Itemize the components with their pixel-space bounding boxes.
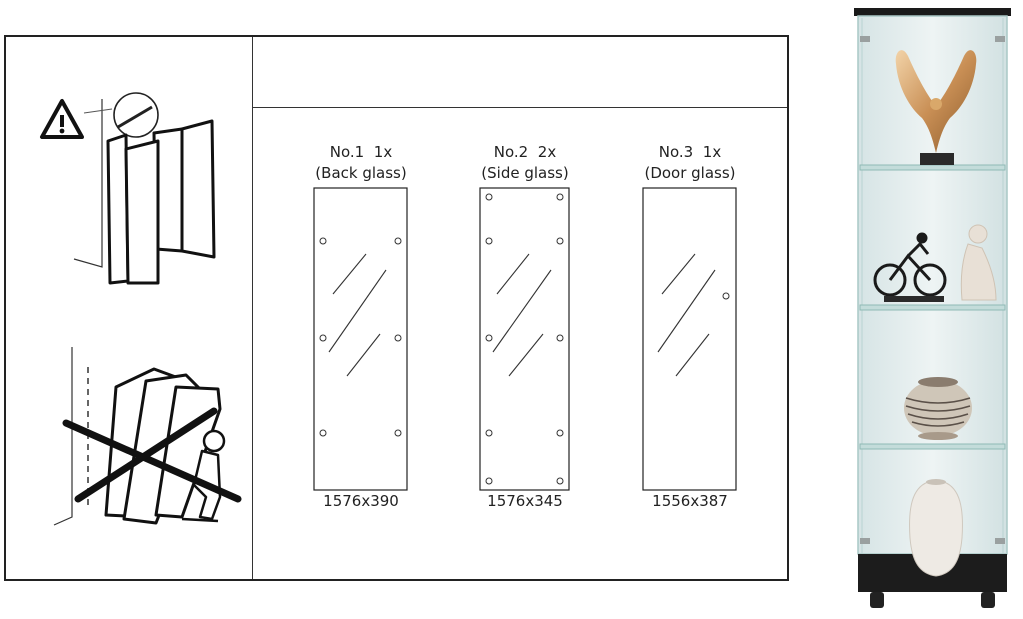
glass-panel-back: No.1 1x (Back glass) 1576x390 <box>296 142 426 510</box>
cyclist-sculpture <box>873 232 947 297</box>
handling-illustrations <box>40 92 242 526</box>
panel-name: (Door glass) <box>644 164 736 182</box>
panel-name: (Side glass) <box>481 164 569 182</box>
glass-panel-side: No.2 2x (Side glass) 1576x345 <box>460 142 590 510</box>
panel-size: 1556x387 <box>652 492 728 510</box>
warning-triangle-icon <box>40 99 84 139</box>
display-cabinet-image <box>854 8 1011 608</box>
panel-title: No.1 1x <box>329 143 393 161</box>
door-glass-drawing <box>642 187 737 491</box>
side-glass-drawing <box>479 187 570 491</box>
thinker-sculpture <box>960 224 997 301</box>
panel-title: No.3 1x <box>658 143 722 161</box>
panel-name: (Back glass) <box>315 164 407 182</box>
instruction-sheet: No.1 1x (Back glass) 1576x390 No.2 2x (S… <box>4 35 789 581</box>
ceramic-vase <box>904 377 972 440</box>
eagle-statue <box>895 50 977 165</box>
prohibition-cross-icon <box>62 407 242 503</box>
back-glass-drawing <box>313 187 408 491</box>
header-divider <box>253 107 787 108</box>
panel-size: 1576x390 <box>323 492 399 510</box>
column-divider <box>252 37 253 579</box>
panel-size: 1576x345 <box>487 492 563 510</box>
white-vase <box>909 479 963 577</box>
panel-title: No.2 2x <box>493 143 557 161</box>
glass-panel-door: No.3 1x (Door glass) 1556x387 <box>625 142 755 510</box>
